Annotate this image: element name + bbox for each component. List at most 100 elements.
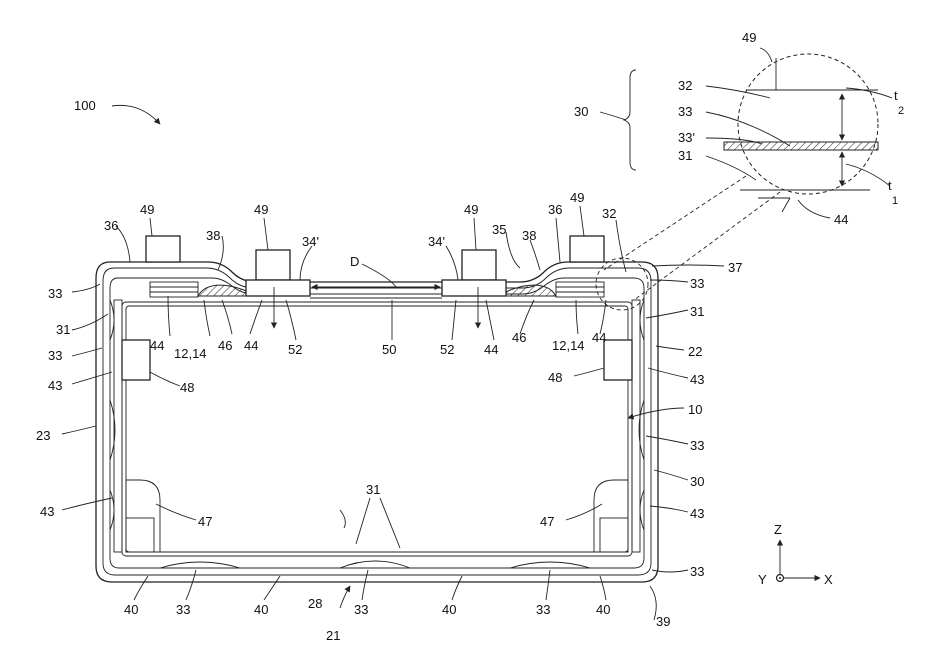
label-38-right: 38 bbox=[522, 228, 536, 243]
label-21: 21 bbox=[326, 628, 340, 643]
label-30-right: 30 bbox=[690, 474, 704, 489]
pouch-layer-3 bbox=[110, 278, 644, 568]
right-bulge-lower bbox=[640, 490, 644, 530]
label-44-3: 44 bbox=[484, 342, 498, 357]
terminal-49-1 bbox=[146, 236, 180, 262]
label-43-right-2: 43 bbox=[690, 506, 704, 521]
inset-lead-44 bbox=[782, 198, 790, 212]
label-44-1: 44 bbox=[150, 338, 164, 353]
label-34p-right: 34' bbox=[428, 234, 445, 249]
label-47-left: 47 bbox=[198, 514, 212, 529]
label-52-left: 52 bbox=[288, 342, 302, 357]
label-38-left: 38 bbox=[206, 228, 220, 243]
label-48-right: 48 bbox=[548, 370, 562, 385]
label-43-right-1: 43 bbox=[690, 372, 704, 387]
leader-lines bbox=[62, 48, 892, 620]
axis-label-x: X bbox=[824, 572, 833, 587]
outer-pouch-outline bbox=[96, 262, 658, 582]
pouch-layer-2 bbox=[103, 268, 651, 575]
axis-label-z: Z bbox=[774, 522, 782, 537]
label-31-right: 31 bbox=[690, 304, 704, 319]
bottom-bulge-2 bbox=[340, 561, 410, 568]
label-43-left-1: 43 bbox=[48, 378, 62, 393]
reference-labels: 100 36 49 38 49 34' D 34' 49 35 38 36 49… bbox=[0, 0, 904, 643]
label-33-left-2: 33 bbox=[48, 348, 62, 363]
inset-label-t2-sub: 2 bbox=[898, 105, 904, 117]
lead-plate-right bbox=[442, 280, 506, 296]
label-50: 50 bbox=[382, 342, 396, 357]
label-44-2: 44 bbox=[244, 338, 258, 353]
label-48-left: 48 bbox=[180, 380, 194, 395]
label-10: 10 bbox=[688, 402, 702, 417]
label-33-right-3: 33 bbox=[690, 564, 704, 579]
left-bulge-lower bbox=[110, 490, 114, 530]
battery-case bbox=[96, 262, 658, 582]
label-46-left: 46 bbox=[218, 338, 232, 353]
label-28: 28 bbox=[308, 596, 322, 611]
bottom-bulge-3 bbox=[510, 562, 590, 568]
inset-label-t1-sub: 1 bbox=[892, 195, 898, 207]
inset-hatched-layer bbox=[724, 142, 878, 150]
label-100: 100 bbox=[74, 98, 96, 113]
terminal-49-2 bbox=[256, 250, 290, 280]
label-34p-left: 34' bbox=[302, 234, 319, 249]
inset-label-t1: t bbox=[888, 178, 892, 193]
terminal-49-3 bbox=[462, 250, 496, 280]
label-35: 35 bbox=[492, 222, 506, 237]
corner-piece-right bbox=[594, 480, 628, 552]
corner-inner-right bbox=[600, 518, 628, 552]
left-bulge-upper bbox=[110, 300, 114, 340]
label-D: D bbox=[350, 254, 359, 269]
label-31-left: 31 bbox=[56, 322, 70, 337]
inset-dash-2 bbox=[634, 192, 780, 300]
label-31-center: 31 bbox=[366, 482, 380, 497]
inset-label-32: 32 bbox=[678, 78, 692, 93]
label-33-right-1: 33 bbox=[690, 276, 704, 291]
label-49-1: 49 bbox=[140, 202, 154, 217]
label-36-right: 36 bbox=[548, 202, 562, 217]
label-49-2: 49 bbox=[254, 202, 268, 217]
inset-dash-1 bbox=[604, 176, 746, 270]
inset-circle bbox=[738, 54, 878, 194]
label-40-3: 40 bbox=[442, 602, 456, 617]
label-22: 22 bbox=[688, 344, 702, 359]
label-37: 37 bbox=[728, 260, 742, 275]
inset-label-33p: 33' bbox=[678, 130, 695, 145]
label-33-right-2: 33 bbox=[690, 438, 704, 453]
inset-label-t2: t bbox=[894, 88, 898, 103]
label-49-3: 49 bbox=[464, 202, 478, 217]
label-33-bottom-3: 33 bbox=[536, 602, 550, 617]
terminal-49-4 bbox=[570, 236, 604, 262]
side-block-left bbox=[122, 340, 150, 380]
label-1214-right: 12,14 bbox=[552, 338, 585, 353]
tab-stack-left bbox=[150, 282, 198, 297]
coordinate-axes bbox=[777, 540, 821, 582]
inset-label-31: 31 bbox=[678, 148, 692, 163]
inset-label-33: 33 bbox=[678, 104, 692, 119]
label-33-bottom-1: 33 bbox=[176, 602, 190, 617]
tab-stack-right bbox=[556, 282, 604, 297]
label-47-right: 47 bbox=[540, 514, 554, 529]
axis-label-y: Y bbox=[758, 572, 767, 587]
corner-inner-left bbox=[126, 518, 154, 552]
label-49-4: 49 bbox=[570, 190, 584, 205]
label-43-left-2: 43 bbox=[40, 504, 54, 519]
label-33-bottom-2: 33 bbox=[354, 602, 368, 617]
side-block-right bbox=[604, 340, 632, 380]
label-23: 23 bbox=[36, 428, 50, 443]
lead-plate-left bbox=[246, 280, 310, 296]
label-36-left: 36 bbox=[104, 218, 118, 233]
label-33-left-1: 33 bbox=[48, 286, 62, 301]
label-52-right: 52 bbox=[440, 342, 454, 357]
label-44-4: 44 bbox=[592, 330, 606, 345]
label-32: 32 bbox=[602, 206, 616, 221]
seal-wedge-right bbox=[500, 285, 556, 296]
label-1214-left: 12,14 bbox=[174, 346, 207, 361]
inset-label-30: 30 bbox=[574, 104, 588, 119]
label-40-2: 40 bbox=[254, 602, 268, 617]
inset-label-49: 49 bbox=[742, 30, 756, 45]
inset-label-44: 44 bbox=[834, 212, 848, 227]
label-39: 39 bbox=[656, 614, 670, 629]
corner-piece-left bbox=[126, 480, 160, 552]
